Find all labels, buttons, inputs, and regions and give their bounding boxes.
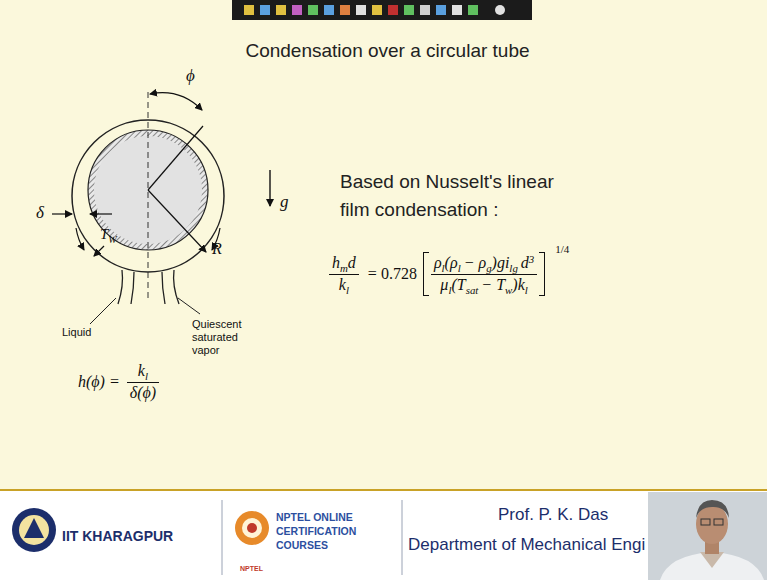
fraction-denominator: δ(ϕ) bbox=[127, 383, 159, 402]
annotation-toolbar bbox=[232, 0, 532, 20]
math-symbol: = 0.728 bbox=[368, 265, 417, 283]
math-subscript: l bbox=[346, 284, 349, 296]
right-bracket bbox=[539, 252, 545, 296]
footer-band bbox=[0, 490, 767, 580]
gravity-symbol: g bbox=[280, 192, 289, 212]
radius-symbol: R bbox=[212, 240, 222, 258]
exponent: 1/4 bbox=[555, 243, 569, 255]
math-symbol: − ρ bbox=[464, 254, 486, 271]
math-symbol: k bbox=[339, 276, 346, 293]
math-symbol: d bbox=[521, 254, 529, 271]
math-subscript: lg bbox=[509, 262, 517, 274]
fraction-numerator: hmd bbox=[329, 254, 359, 275]
institute-name: IIT KHARAGPUR bbox=[62, 528, 173, 544]
math-symbol: h(ϕ) = bbox=[78, 373, 120, 391]
math-subscript: l bbox=[145, 370, 148, 382]
math-fraction: klδ(ϕ) bbox=[127, 362, 159, 402]
fraction-denominator: kl bbox=[329, 275, 359, 294]
department-name: Department of Mechanical Engi bbox=[408, 535, 645, 555]
angle-symbol: ϕ bbox=[186, 66, 195, 86]
math-subscript: W bbox=[108, 234, 117, 245]
bracket-group: ρl(ρl− ρg)gilgd3μl(Tsat− Tw)kl1/4 bbox=[423, 252, 545, 296]
math-symbol: (T bbox=[451, 276, 465, 293]
math-fraction: ρl(ρl− ρg)gilgd3μl(Tsat− Tw)kl bbox=[431, 254, 537, 294]
math-subscript: w bbox=[505, 284, 512, 296]
course-name: NPTEL ONLINE CERTIFICATION COURSES bbox=[276, 510, 398, 552]
presenter-video bbox=[648, 492, 767, 580]
math-subscript: sat bbox=[466, 284, 479, 296]
math-symbol: k bbox=[138, 362, 145, 379]
math-subscript: g bbox=[486, 262, 491, 274]
math-symbol: − T bbox=[481, 276, 505, 293]
math-symbol: d bbox=[348, 254, 356, 271]
math-symbol: )k bbox=[512, 276, 524, 293]
math-fraction: hmdkl bbox=[329, 254, 359, 294]
part-label: Quiescent saturated vapor bbox=[192, 318, 254, 357]
math-subscript: l bbox=[442, 262, 445, 274]
math-symbol: T bbox=[100, 226, 108, 242]
math-subscript: l bbox=[458, 262, 461, 274]
math-symbol: ρ bbox=[434, 254, 442, 271]
film-thickness-symbol: δ bbox=[36, 203, 44, 223]
nusselt-equation: hmdkl= 0.728ρl(ρl− ρg)gilgd3μl(Tsat− Tw)… bbox=[326, 252, 545, 296]
math-symbol: μ bbox=[440, 276, 448, 293]
tube-figure bbox=[52, 92, 270, 324]
math-subscript: m bbox=[340, 262, 348, 274]
fraction-denominator: μl(Tsat− Tw)kl bbox=[431, 275, 537, 294]
slide-title: Condensation over a circular tube bbox=[4, 40, 767, 62]
math-subscript: l bbox=[525, 284, 528, 296]
wall-temperature-label: TW bbox=[100, 226, 117, 243]
local-coefficient-equation: h(ϕ) =klδ(ϕ) bbox=[78, 362, 162, 402]
presenter-name: Prof. P. K. Das bbox=[498, 505, 608, 525]
math-subscript: l bbox=[448, 284, 451, 296]
math-symbol: δ(ϕ) bbox=[130, 384, 156, 401]
note-text: Based on Nusselt's linear film condensat… bbox=[340, 168, 585, 224]
part-label: Liquid bbox=[62, 326, 91, 338]
fraction-numerator: ρl(ρl− ρg)gilgd3 bbox=[431, 254, 537, 275]
math-symbol: (ρ bbox=[445, 254, 458, 271]
math-symbol: h bbox=[332, 254, 340, 271]
left-bracket bbox=[423, 252, 429, 296]
logo-caption: NPTEL bbox=[240, 565, 263, 572]
math-symbol: )gi bbox=[492, 254, 510, 271]
math-superscript: 3 bbox=[529, 253, 534, 265]
fraction-numerator: kl bbox=[127, 362, 159, 383]
